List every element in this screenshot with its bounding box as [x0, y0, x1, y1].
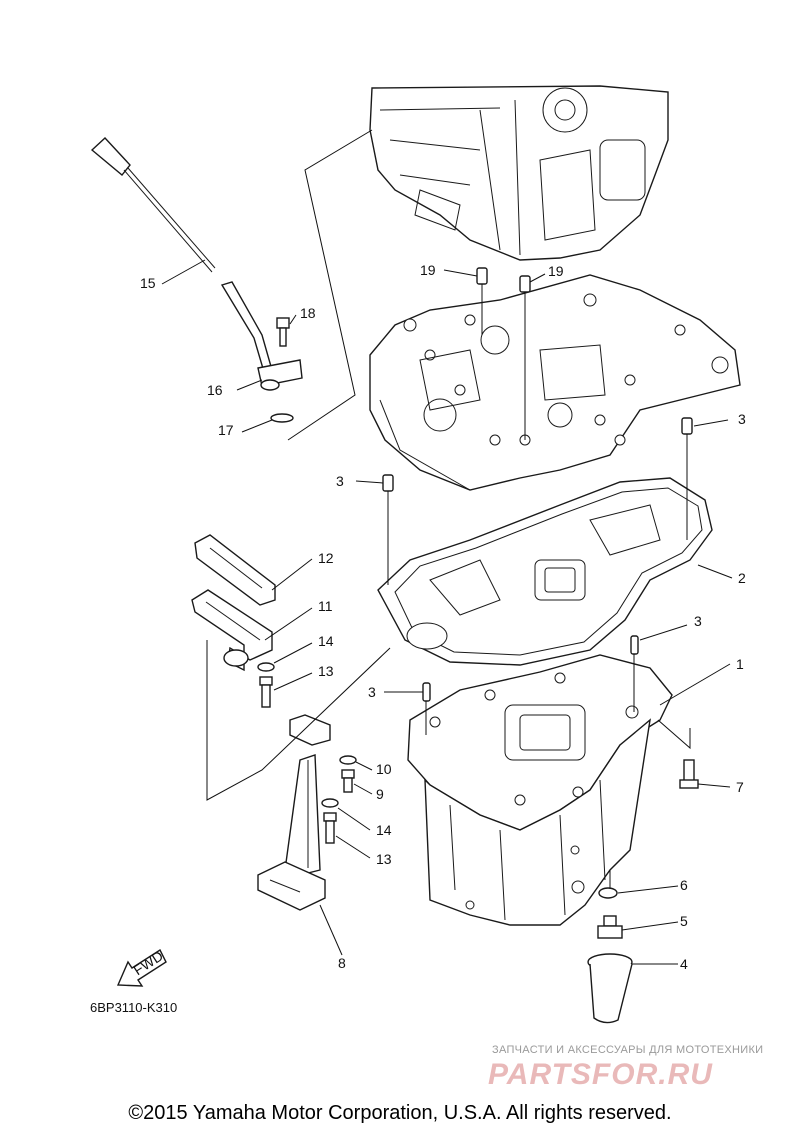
callout-15: 15 — [140, 275, 156, 291]
callout-5: 5 — [680, 913, 688, 929]
callout-13a: 13 — [318, 663, 334, 679]
fwd-arrow-icon: FWD — [116, 947, 167, 987]
dipstick-guide — [220, 281, 303, 391]
o-ring — [270, 413, 294, 423]
drain-cap — [587, 953, 633, 1024]
callout-8: 8 — [338, 955, 346, 971]
bolt-18 — [276, 317, 290, 347]
callout-11: 11 — [318, 598, 333, 614]
callout-14b: 14 — [376, 822, 392, 838]
washer-14b — [321, 798, 339, 808]
callout-3a: 3 — [738, 411, 746, 427]
oil-pan — [407, 654, 673, 926]
callout-19a: 19 — [420, 262, 436, 278]
dowel-pin-3d — [422, 682, 431, 702]
callout-7: 7 — [736, 779, 744, 795]
dowel-pin-19b — [519, 275, 531, 293]
dipstick — [90, 137, 216, 273]
callout-6: 6 — [680, 877, 688, 893]
group-bracket-upper — [287, 129, 373, 441]
callout-3d: 3 — [368, 684, 376, 700]
dowel-pin-3b — [382, 474, 394, 492]
drain-bolt — [597, 915, 623, 939]
callout-18: 18 — [300, 305, 316, 321]
callout-19b: 19 — [548, 263, 564, 279]
gasket — [377, 477, 713, 666]
callout-14a: 14 — [318, 633, 334, 649]
callout-9: 9 — [376, 786, 384, 802]
callout-17: 17 — [218, 422, 234, 438]
callout-10: 10 — [376, 761, 392, 777]
dowel-pin-3a — [681, 417, 693, 435]
bolt-13a — [259, 676, 273, 708]
watermark-logo: PARTSFOR.RU — [488, 1058, 713, 1091]
callout-16: 16 — [207, 382, 223, 398]
drain-gasket — [598, 887, 618, 899]
cover-gasket — [194, 534, 276, 606]
callout-numbers: 15 16 17 18 19 19 3 3 2 12 11 14 13 3 1 … — [140, 262, 746, 972]
bolt-9 — [341, 769, 355, 793]
dowel-pin-19a — [476, 267, 488, 285]
engine-block — [369, 85, 669, 261]
leader-lines — [161, 259, 733, 965]
callout-13b: 13 — [376, 851, 392, 867]
bolt-13b — [323, 812, 337, 844]
washer-10 — [339, 755, 357, 765]
callout-1: 1 — [736, 656, 744, 672]
copyright-notice: ©2015 Yamaha Motor Corporation, U.S.A. A… — [128, 1102, 672, 1124]
callout-3c: 3 — [694, 613, 702, 629]
washer-14a — [257, 662, 275, 672]
diagram-code: 6BP3110-K310 — [90, 1000, 178, 1015]
callout-12: 12 — [318, 550, 334, 566]
bolt-7 — [679, 759, 699, 789]
group-bracket-lower — [206, 640, 691, 801]
upper-case — [369, 274, 741, 491]
oil-strainer — [257, 714, 331, 911]
cover — [191, 589, 273, 672]
dowel-pin-3c — [630, 635, 639, 655]
callout-2: 2 — [738, 570, 746, 586]
callout-3b: 3 — [336, 473, 344, 489]
callout-4: 4 — [680, 956, 688, 972]
watermark-subtitle: ЗАПЧАСТИ И АКСЕССУАРЫ ДЛЯ МОТОТЕХНИКИ — [492, 1044, 764, 1056]
